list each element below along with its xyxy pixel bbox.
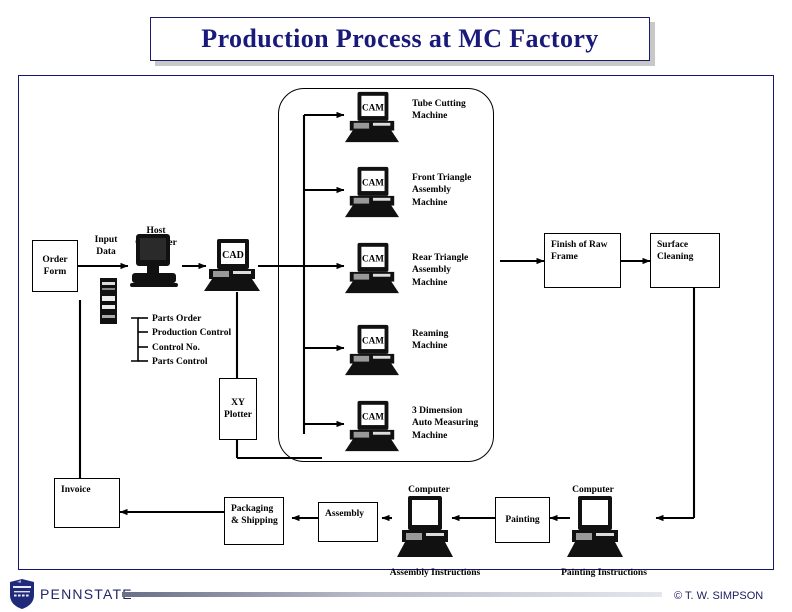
box-invoice-label: Invoice — [61, 485, 91, 495]
box-packaging-shipping[interactable]: Packaging & Shipping — [224, 497, 284, 545]
assembly-computer-icon — [397, 496, 453, 557]
box-painting-label: Painting — [505, 514, 540, 525]
box-surface-cleaning-label: Surface Cleaning — [657, 240, 694, 263]
server-tower-icon — [100, 278, 117, 324]
label-reaming-machine: Reaming Machine — [412, 329, 449, 352]
cam-workstation-icon-tube-cutting: CAM — [344, 91, 400, 143]
cam-workstation-icon-rear-triangle: CAM — [344, 242, 400, 294]
cam-cluster-container — [278, 88, 494, 462]
cam-workstation-icon-front-triangle: CAM — [344, 166, 400, 218]
cad-screen-text: CAD — [222, 250, 244, 261]
pennstate-wordmark: PENNSTATE — [40, 586, 133, 602]
box-xy-plotter-label: XY Plotter — [224, 397, 252, 420]
painting-computer-icon — [567, 496, 623, 557]
box-finish-raw-frame[interactable]: Finish of Raw Frame — [544, 233, 621, 288]
label-input-data: Input Data — [94, 235, 118, 258]
label-painting-instructions: Painting Instructions — [561, 568, 647, 578]
box-surface-cleaning[interactable]: Surface Cleaning — [650, 233, 720, 288]
title-box: Production Process at MC Factory — [150, 17, 650, 61]
box-painting[interactable]: Painting — [495, 497, 550, 543]
pennstate-shield-icon — [10, 579, 34, 609]
svg-text:CAM: CAM — [362, 102, 384, 112]
content-frame — [18, 75, 774, 570]
host-computer-icon — [130, 234, 178, 287]
box-finish-raw-frame-label: Finish of Raw Frame — [551, 240, 608, 263]
svg-text:CAM: CAM — [362, 177, 384, 187]
label-tube-cutting-machine: Tube Cutting Machine — [412, 99, 466, 122]
label-computer-painting: Computer — [572, 485, 614, 495]
box-invoice[interactable]: Invoice — [54, 478, 120, 528]
label-control-no: Control No. — [152, 343, 200, 353]
cad-workstation-icon: CAD — [204, 239, 260, 291]
label-three-dim-machine: 3 Dimension Auto Measuring Machine — [412, 406, 479, 441]
svg-text:CAM: CAM — [362, 335, 384, 345]
box-assembly-label: Assembly — [325, 509, 365, 519]
box-order-form-label: Order Form — [42, 254, 68, 277]
box-order-form[interactable]: Order Form — [32, 240, 78, 292]
label-rear-triangle-machine: Rear Triangle Assembly Machine — [412, 253, 469, 288]
label-front-triangle-machine: Front Triangle Assembly Machine — [412, 173, 472, 208]
cam-workstation-icon-three-dim: CAM — [344, 400, 400, 452]
page-title: Production Process at MC Factory — [201, 24, 599, 53]
cam-workstation-icon-reaming: CAM — [344, 324, 400, 376]
label-assembly-instructions: Assembly Instructions — [389, 568, 481, 578]
box-xy-plotter[interactable]: XY Plotter — [219, 378, 257, 440]
label-parts-order: Parts Order — [152, 314, 202, 324]
box-packaging-shipping-label: Packaging & Shipping — [231, 504, 278, 527]
svg-text:CAM: CAM — [362, 253, 384, 263]
footer-rule — [122, 592, 662, 597]
copyright-notice: © T. W. SIMPSON — [674, 590, 764, 602]
label-production-control: Production Control — [152, 328, 232, 338]
label-computer-assembly: Computer — [408, 485, 450, 495]
label-parts-control: Parts Control — [152, 357, 208, 367]
svg-text:CAM: CAM — [362, 411, 384, 421]
box-assembly[interactable]: Assembly — [318, 502, 378, 542]
